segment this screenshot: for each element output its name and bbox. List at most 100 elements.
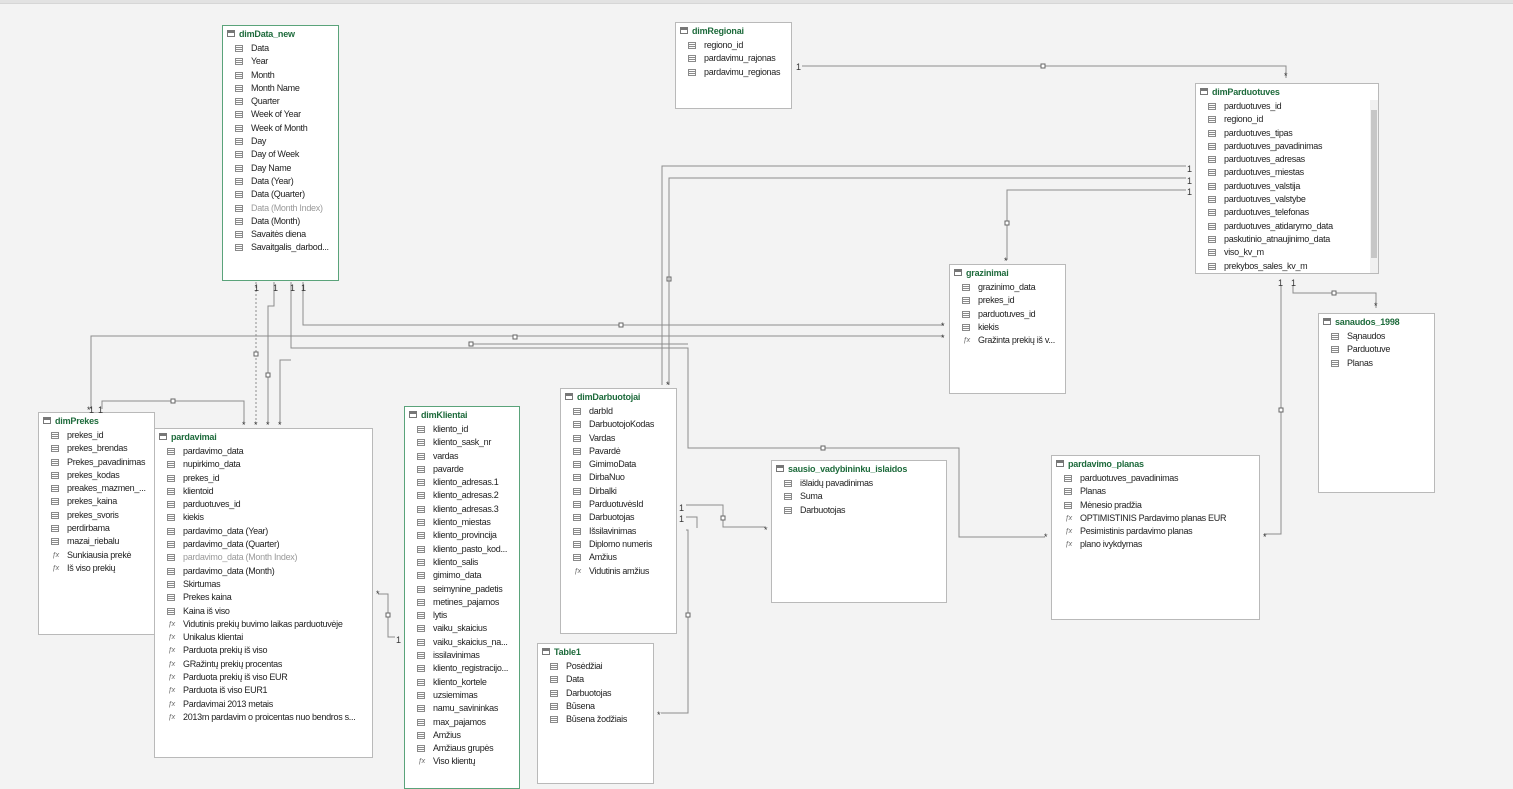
field-row[interactable]: Planas [1319, 357, 1434, 370]
field-row[interactable]: gimimo_data [405, 569, 519, 582]
field-row[interactable]: kiekis [950, 321, 1065, 334]
field-row[interactable]: mazai_riebalu [39, 535, 154, 548]
relationship-line[interactable] [267, 282, 275, 424]
field-row[interactable]: Week of Year [223, 108, 338, 121]
field-row[interactable]: Data (Quarter) [223, 188, 338, 201]
field-row[interactable]: pardavimu_regionas [676, 66, 791, 79]
field-row[interactable]: prekes_brendas [39, 442, 154, 455]
table-header[interactable]: dimRegionai [676, 23, 791, 39]
field-row[interactable]: išlaidų pavadinimas [772, 477, 946, 490]
field-row[interactable]: prekes_svoris [39, 509, 154, 522]
table-header[interactable]: pardavimo_planas [1052, 456, 1259, 472]
field-row[interactable]: kliento_pasto_kod... [405, 543, 519, 556]
field-row[interactable]: Year [223, 55, 338, 68]
field-row[interactable]: prekybos_sales_kv_m [1196, 260, 1378, 273]
field-row[interactable]: parduotuves_id [155, 498, 372, 511]
relationship-line[interactable] [279, 359, 291, 424]
relationship-line[interactable] [661, 529, 689, 714]
field-row[interactable]: Week of Month [223, 122, 338, 135]
field-row[interactable]: seimynine_padetis [405, 583, 519, 596]
field-row[interactable]: pardavimo_data (Quarter) [155, 538, 372, 551]
field-row[interactable]: Darbuotojas [561, 511, 676, 524]
field-row[interactable]: darbId [561, 405, 676, 418]
field-row[interactable]: kliento_kortele [405, 676, 519, 689]
table-header[interactable]: dimPrekes [39, 413, 154, 429]
field-row[interactable]: perdirbama [39, 522, 154, 535]
field-row[interactable]: Planas [1052, 485, 1259, 498]
table-header[interactable]: dimParduotuves [1196, 84, 1378, 100]
field-row[interactable]: Savaitgalis_darbod... [223, 241, 338, 254]
field-row[interactable]: parduotuves_pavadinimas [1196, 140, 1378, 153]
field-row[interactable]: kliento_sask_nr [405, 436, 519, 449]
field-row[interactable]: namu_savininkas [405, 702, 519, 715]
field-row[interactable]: Day Name [223, 162, 338, 175]
field-row[interactable]: Būsena [538, 700, 653, 713]
relationship-line[interactable] [668, 177, 1186, 385]
field-row[interactable]: pardavimu_rajonas [676, 52, 791, 65]
field-row[interactable]: prekes_id [950, 294, 1065, 307]
field-row[interactable]: Skirtumas [155, 578, 372, 591]
field-row[interactable]: Sąnaudos [1319, 330, 1434, 343]
field-row[interactable]: kiekis [155, 511, 372, 524]
relationship-line[interactable] [290, 282, 1045, 538]
field-row[interactable]: prekes_kodas [39, 469, 154, 482]
field-row[interactable]: parduotuves_valstybe [1196, 193, 1378, 206]
field-row[interactable]: pavarde [405, 463, 519, 476]
field-row[interactable]: parduotuves_id [1196, 100, 1378, 113]
field-row[interactable]: parduotuves_miestas [1196, 166, 1378, 179]
field-row[interactable]: Išsilavinimas [561, 525, 676, 538]
field-row[interactable]: Data (Month Index) [223, 202, 338, 215]
field-row[interactable]: Dirbalki [561, 485, 676, 498]
field-row[interactable]: vaiku_skaicius_na... [405, 636, 519, 649]
field-row[interactable]: metines_pajamos [405, 596, 519, 609]
field-row[interactable]: Kaina iš viso [155, 605, 372, 618]
field-row[interactable]: Month [223, 69, 338, 82]
table-header[interactable]: sanaudos_1998 [1319, 314, 1434, 330]
field-row[interactable]: Vardas [561, 432, 676, 445]
relationship-line[interactable] [661, 165, 1186, 385]
field-row[interactable]: Quarter [223, 95, 338, 108]
field-row[interactable]: Posėdžiai [538, 660, 653, 673]
field-row[interactable]: Day [223, 135, 338, 148]
field-row[interactable]: Darbuotojas [538, 687, 653, 700]
field-row[interactable]: Day of Week [223, 148, 338, 161]
table-header[interactable]: Table1 [538, 644, 653, 660]
field-row[interactable]: Diplomo numeris [561, 538, 676, 551]
field-row[interactable]: kliento_adresas.3 [405, 503, 519, 516]
field-row[interactable]: kliento_adresas.1 [405, 476, 519, 489]
scrollbar-thumb[interactable] [1371, 110, 1377, 258]
field-row[interactable]: Prekes_pavadinimas [39, 456, 154, 469]
field-row[interactable]: nupirkimo_data [155, 458, 372, 471]
field-row[interactable]: kliento_miestas [405, 516, 519, 529]
field-row[interactable]: regiono_id [1196, 113, 1378, 126]
field-row[interactable]: ParduotuvėsId [561, 498, 676, 511]
field-row[interactable]: preakes_mazmen_... [39, 482, 154, 495]
field-row[interactable]: pardavimo_data [155, 445, 372, 458]
field-row[interactable]: Darbuotojas [772, 504, 946, 517]
relationship-line[interactable] [1264, 285, 1282, 535]
field-row[interactable]: GimimoData [561, 458, 676, 471]
field-row[interactable]: max_pajamos [405, 716, 519, 729]
field-row[interactable]: Savaitės diena [223, 228, 338, 241]
field-row[interactable]: lytis [405, 609, 519, 622]
field-row[interactable]: Būsena žodžiais [538, 713, 653, 726]
field-row[interactable]: parduotuves_valstija [1196, 180, 1378, 193]
field-row[interactable]: parduotuves_atidarymo_data [1196, 220, 1378, 233]
